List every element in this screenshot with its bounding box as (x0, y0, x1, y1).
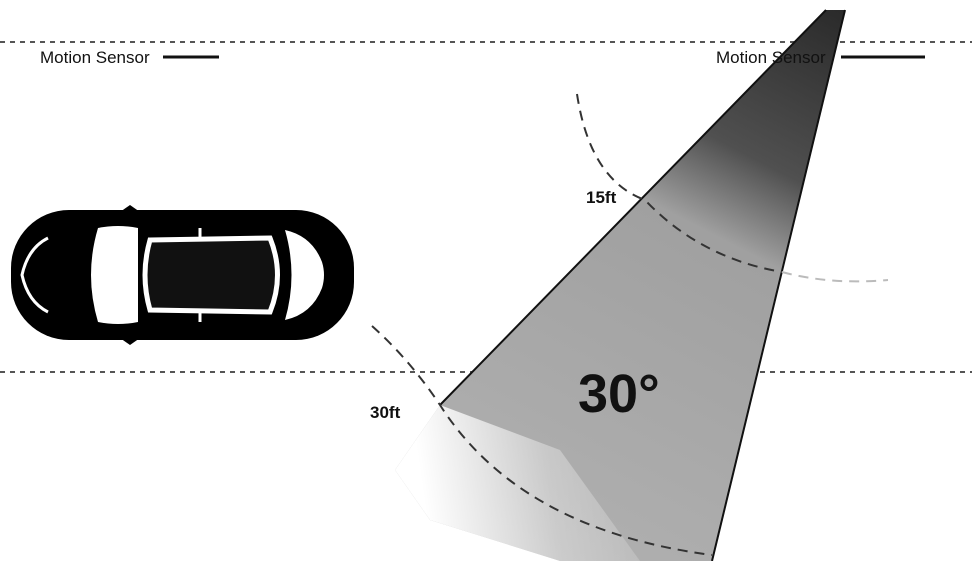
sensor-label-right: Motion Sensor (716, 48, 826, 67)
range-arc-30ft (371, 325, 713, 556)
detection-cone (395, 9, 846, 561)
range-arc-15ft-fade (781, 271, 889, 283)
sensor-label-left: Motion Sensor (40, 48, 150, 67)
car-top-view-icon (11, 205, 354, 345)
angle-label: 30° (578, 364, 660, 424)
distance-label-15ft: 15ft (586, 188, 617, 207)
distance-label-30ft: 30ft (370, 403, 401, 422)
range-arc-15ft (576, 93, 783, 273)
